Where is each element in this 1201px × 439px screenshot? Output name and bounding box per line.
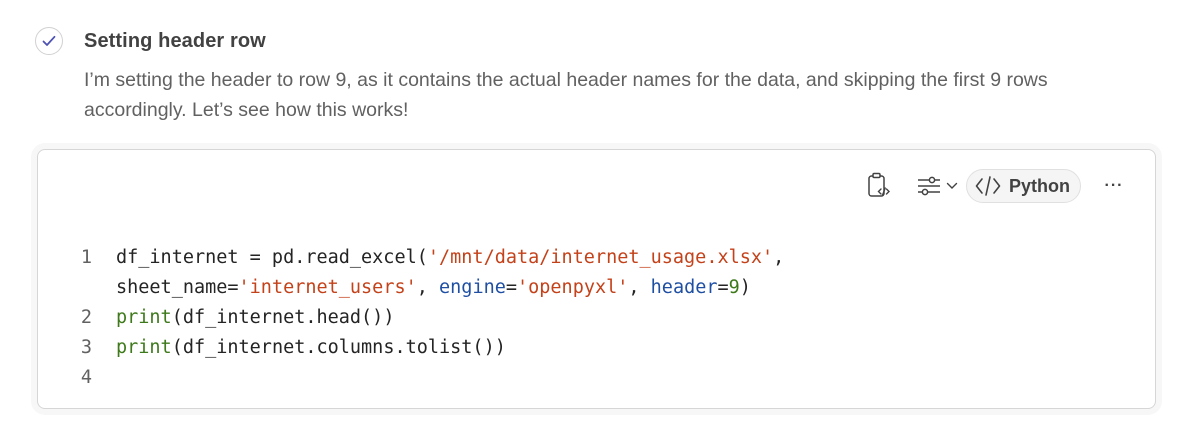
code-token: print <box>116 307 172 328</box>
code-settings-dropdown[interactable] <box>944 168 960 204</box>
code-brackets-icon <box>975 176 1001 196</box>
line-number <box>38 273 116 303</box>
code-token: engine <box>439 277 506 298</box>
code-line: sheet_name='internet_users', engine='ope… <box>38 273 784 303</box>
code-toolbar: Python ··· <box>864 168 1123 204</box>
code-source: df_internet = pd.read_excel('/mnt/data/i… <box>116 243 784 273</box>
code-token: 9 <box>728 277 740 298</box>
code-token: = <box>505 277 517 298</box>
line-number: 4 <box>80 367 92 388</box>
code-source: sheet_name='internet_users', engine='ope… <box>116 273 751 303</box>
code-token: header <box>650 277 718 298</box>
language-label: Python <box>1009 175 1070 196</box>
code-source: print(df_internet.columns.tolist()) <box>116 333 506 363</box>
code-token: ) <box>739 277 751 298</box>
code-token: df_internet = pd.read_excel( <box>116 247 428 268</box>
line-number: 3 <box>80 337 92 358</box>
code-settings-button[interactable] <box>914 168 944 204</box>
check-icon <box>42 35 56 46</box>
code-token: print <box>116 337 172 358</box>
code-token: , <box>628 277 651 298</box>
step-description: I’m setting the header to row 9, as it c… <box>84 69 1048 121</box>
code-token: 'openpyxl' <box>517 277 629 298</box>
code-line: 3 print(df_internet.columns.tolist()) <box>38 333 784 363</box>
copy-code-icon <box>868 172 890 197</box>
code-token: , <box>416 277 440 298</box>
line-number: 1 <box>80 247 92 268</box>
code-token: sheet_name= <box>116 277 239 298</box>
step-status-icon <box>35 27 63 55</box>
sliders-icon <box>918 176 940 196</box>
code-content: 1 df_internet = pd.read_excel('/mnt/data/… <box>38 243 784 393</box>
code-source: print(df_internet.head()) <box>116 303 394 333</box>
chevron-down-icon <box>946 182 958 189</box>
code-line: 1 df_internet = pd.read_excel('/mnt/data/… <box>38 243 784 273</box>
line-number: 2 <box>80 307 92 328</box>
copy-code-button[interactable] <box>864 168 896 204</box>
code-line: 4 <box>38 363 784 393</box>
language-pill[interactable]: Python <box>966 169 1081 203</box>
code-line: 2 print(df_internet.head()) <box>38 303 784 333</box>
code-block: Python ··· 1 df_internet = pd.read_excel(… <box>37 149 1156 409</box>
code-token: (df_internet.columns.tolist()) <box>171 337 506 358</box>
more-options-button[interactable]: ··· <box>1104 177 1124 194</box>
code-source <box>116 363 127 393</box>
code-token: , <box>773 247 785 268</box>
step-title: Setting header row <box>84 30 266 52</box>
code-token: 'internet_users' <box>238 277 417 298</box>
code-token: '/mnt/data/internet_usage.xlsx' <box>427 247 774 268</box>
code-token: = <box>717 277 729 298</box>
code-token: (df_internet.head()) <box>171 307 395 328</box>
